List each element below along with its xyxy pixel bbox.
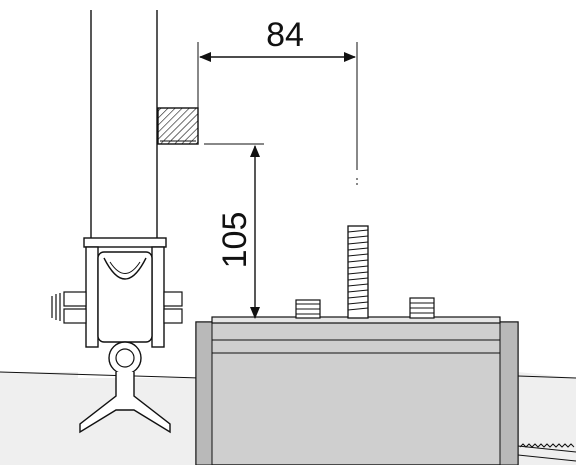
limit-stud-right [409, 297, 435, 319]
hatched-section-block [157, 107, 199, 145]
dimension-84: 84 [197, 16, 358, 186]
dimension-105: 105 [204, 143, 264, 319]
gate-profile [90, 10, 158, 240]
threaded-rod [347, 225, 369, 319]
dimension-105-label: 105 [216, 212, 254, 269]
gear-rack [517, 443, 576, 462]
ground-mid [78, 378, 200, 465]
ground-right [518, 372, 576, 465]
wheel-bracket [51, 237, 183, 348]
limit-stud-left [295, 299, 321, 319]
guide-wheel [108, 341, 142, 375]
motor-body [195, 321, 519, 465]
ground-left [0, 372, 78, 465]
dimension-84-label: 84 [266, 16, 304, 54]
ground-track [79, 372, 171, 434]
